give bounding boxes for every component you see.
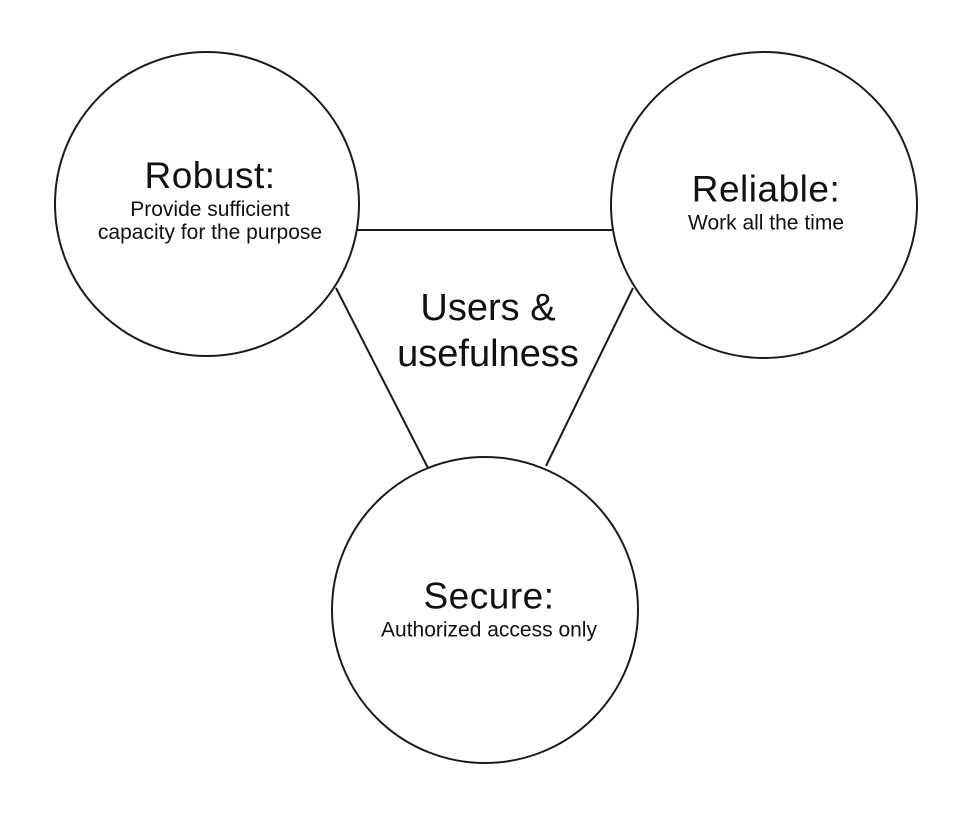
secure-circle xyxy=(331,456,639,764)
robust-title: Robust: xyxy=(144,155,276,196)
center-label-line-1: Users & xyxy=(420,287,556,329)
reliable-subtitle-line-1: Work all the time xyxy=(688,211,844,235)
edge-reliable-secure xyxy=(545,287,634,467)
robust-node-label: Robust: Provide sufficient capacity for … xyxy=(98,154,322,244)
edge-robust-secure xyxy=(335,287,430,471)
secure-node-label: Secure: Authorized access only xyxy=(381,575,597,642)
robust-subtitle-line-1: Provide sufficient xyxy=(130,198,290,221)
robust-subtitle-line-2: capacity for the purpose xyxy=(97,221,323,244)
robust-circle xyxy=(54,51,360,357)
reliable-circle xyxy=(610,51,918,359)
center-label: Users & usefulness xyxy=(397,285,579,377)
secure-subtitle-line-1: Authorized access only xyxy=(381,618,597,642)
center-label-line-2: usefulness xyxy=(397,333,579,375)
secure-title: Secure: xyxy=(423,575,555,617)
reliable-node-label: Reliable: Work all the time xyxy=(688,168,844,235)
reliable-title: Reliable: xyxy=(691,168,841,210)
